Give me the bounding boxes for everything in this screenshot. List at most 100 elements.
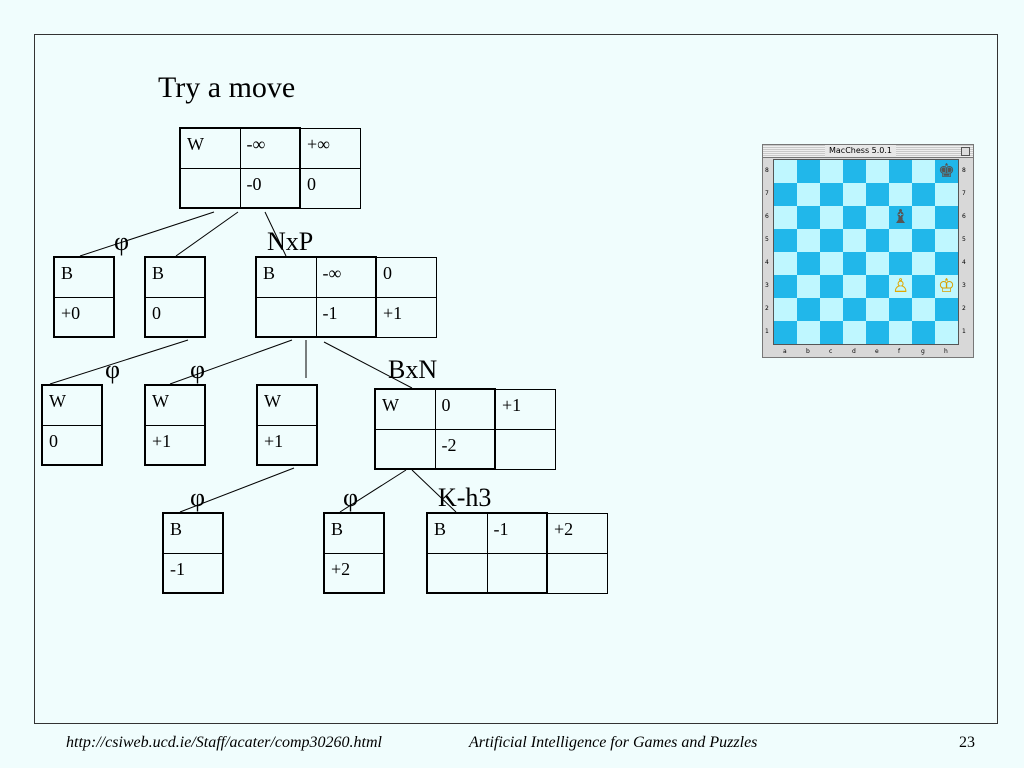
square-c5[interactable] [820, 229, 843, 252]
rank-label: 4 [962, 259, 966, 266]
node-value: -1 [315, 296, 377, 338]
square-h6[interactable] [935, 206, 958, 229]
square-h5[interactable] [935, 229, 958, 252]
chess-piece-icon[interactable]: ♙ [891, 275, 910, 297]
square-a5[interactable] [774, 229, 797, 252]
square-b1[interactable] [797, 321, 820, 344]
rank-label: 3 [962, 282, 966, 289]
tree-node-l1b: B 0 [144, 256, 206, 338]
square-b2[interactable] [797, 298, 820, 321]
square-b5[interactable] [797, 229, 820, 252]
square-d6[interactable] [843, 206, 866, 229]
square-a3[interactable] [774, 275, 797, 298]
square-c2[interactable] [820, 298, 843, 321]
square-c6[interactable] [820, 206, 843, 229]
rank-label: 1 [962, 328, 966, 335]
square-a1[interactable] [774, 321, 797, 344]
square-d3[interactable] [843, 275, 866, 298]
move-label-kh3: K-h3 [438, 483, 492, 512]
square-f7[interactable] [889, 183, 912, 206]
square-g1[interactable] [912, 321, 935, 344]
square-e1[interactable] [866, 321, 889, 344]
square-g4[interactable] [912, 252, 935, 275]
edge-l1b-l2a [49, 339, 189, 385]
square-e8[interactable] [866, 160, 889, 183]
square-f1[interactable] [889, 321, 912, 344]
square-f4[interactable] [889, 252, 912, 275]
file-label: b [806, 348, 810, 355]
square-e7[interactable] [866, 183, 889, 206]
node-empty [255, 296, 317, 338]
square-a7[interactable] [774, 183, 797, 206]
square-e6[interactable] [866, 206, 889, 229]
node-side: B [426, 512, 488, 554]
square-b7[interactable] [797, 183, 820, 206]
square-d5[interactable] [843, 229, 866, 252]
node-side: B [53, 256, 115, 298]
square-c3[interactable] [820, 275, 843, 298]
square-c1[interactable] [820, 321, 843, 344]
square-e4[interactable] [866, 252, 889, 275]
tree-node-root: W -∞ +∞ -0 0 [179, 127, 361, 209]
edge-root-l1b [175, 211, 239, 257]
square-d8[interactable] [843, 160, 866, 183]
chess-piece-icon[interactable]: ♝ [891, 206, 910, 228]
node-best [494, 428, 556, 470]
node-alpha: -1 [486, 512, 548, 554]
footer-url[interactable]: http://csiweb.ucd.ie/Staff/acater/comp30… [66, 734, 382, 751]
square-g7[interactable] [912, 183, 935, 206]
square-g6[interactable] [912, 206, 935, 229]
footer-course-title: Artificial Intelligence for Games and Pu… [469, 734, 758, 751]
node-best [546, 552, 608, 594]
zoom-box-icon[interactable] [961, 147, 970, 156]
square-a4[interactable] [774, 252, 797, 275]
square-f6[interactable]: ♝ [889, 206, 912, 229]
square-b8[interactable] [797, 160, 820, 183]
square-e3[interactable] [866, 275, 889, 298]
node-value: +1 [144, 424, 206, 466]
chess-window-titlebar[interactable]: MacChess 5.0.1 [763, 145, 973, 158]
square-d2[interactable] [843, 298, 866, 321]
square-f8[interactable] [889, 160, 912, 183]
tree-node-l2a: W 0 [41, 384, 103, 466]
square-e2[interactable] [866, 298, 889, 321]
square-g2[interactable] [912, 298, 935, 321]
square-d7[interactable] [843, 183, 866, 206]
square-h1[interactable] [935, 321, 958, 344]
square-g3[interactable] [912, 275, 935, 298]
square-f3[interactable]: ♙ [889, 275, 912, 298]
square-c4[interactable] [820, 252, 843, 275]
node-beta: 0 [375, 256, 437, 298]
square-c7[interactable] [820, 183, 843, 206]
square-c8[interactable] [820, 160, 843, 183]
node-alpha: -∞ [315, 256, 377, 298]
square-b4[interactable] [797, 252, 820, 275]
square-h2[interactable] [935, 298, 958, 321]
square-d4[interactable] [843, 252, 866, 275]
square-g8[interactable] [912, 160, 935, 183]
square-h8[interactable]: ♚ [935, 160, 958, 183]
square-a6[interactable] [774, 206, 797, 229]
chess-piece-icon[interactable]: ♚ [937, 160, 956, 182]
square-b6[interactable] [797, 206, 820, 229]
square-a2[interactable] [774, 298, 797, 321]
square-h4[interactable] [935, 252, 958, 275]
square-f5[interactable] [889, 229, 912, 252]
node-value: 0 [41, 424, 103, 466]
square-h3[interactable]: ♔ [935, 275, 958, 298]
square-e5[interactable] [866, 229, 889, 252]
square-f2[interactable] [889, 298, 912, 321]
chess-piece-icon[interactable]: ♔ [937, 275, 956, 297]
square-g5[interactable] [912, 229, 935, 252]
chess-board[interactable]: ♚ ♝ ♙ ♔ [773, 159, 959, 345]
square-b3[interactable] [797, 275, 820, 298]
tree-node-l1a: B +0 [53, 256, 115, 338]
file-label: c [829, 348, 833, 355]
file-label: f [898, 348, 901, 355]
square-d1[interactable] [843, 321, 866, 344]
square-a8[interactable] [774, 160, 797, 183]
file-label: a [783, 348, 787, 355]
square-h7[interactable] [935, 183, 958, 206]
